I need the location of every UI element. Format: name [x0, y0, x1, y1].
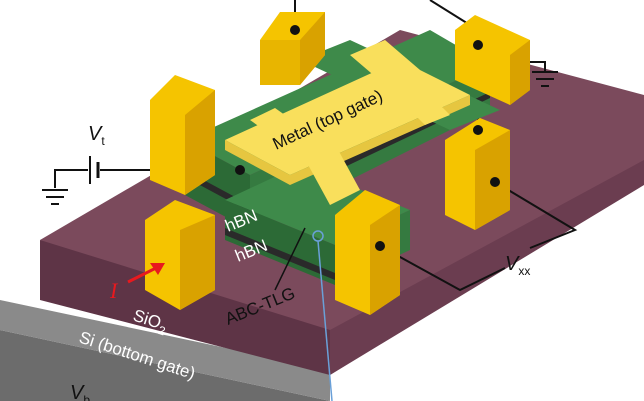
vt-label: Vt [88, 123, 105, 148]
contact-top-left [260, 12, 325, 85]
abc-tlg-leader [274, 227, 306, 291]
ground-icon [42, 189, 68, 205]
current-arrow-icon [127, 263, 165, 284]
current-label: I [109, 278, 119, 303]
vxx-label: Vxx [505, 253, 530, 278]
contact-left [150, 75, 215, 195]
metal-top-gate [225, 40, 470, 205]
wire-vt-ground [54, 169, 88, 188]
ground-icon [532, 71, 558, 87]
contact-right-upper [445, 118, 510, 230]
contact-top-right [455, 15, 530, 105]
vb-label: Vb [70, 382, 90, 401]
contact-bottom-left [145, 200, 215, 310]
battery-icon [89, 156, 100, 184]
si-substrate [0, 300, 330, 401]
wire-vxx-right [494, 181, 578, 249]
probe-marker [312, 230, 333, 401]
gate-contact-dot [235, 165, 245, 175]
wire-top-right-contact [429, 0, 471, 26]
contact-bottom-right [335, 190, 400, 315]
wire-vxx-left [379, 245, 506, 292]
